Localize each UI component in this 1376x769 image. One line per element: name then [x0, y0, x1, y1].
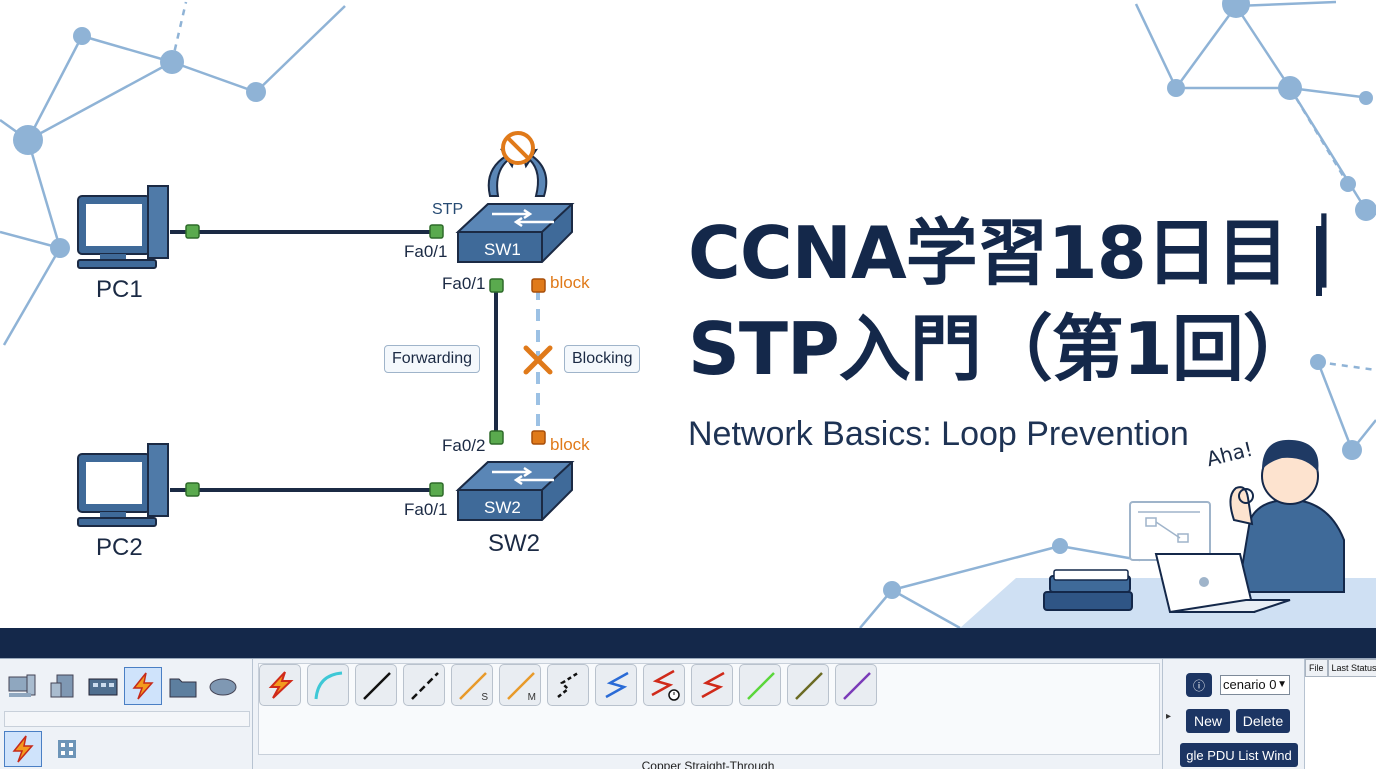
grid-icon[interactable]	[48, 731, 86, 767]
sw2-box-label: SW2	[484, 498, 521, 517]
pdu-list-header: File Last Status	[1305, 659, 1376, 677]
block-top-label: block	[550, 273, 590, 292]
connection-types-panel: S M	[258, 663, 1160, 755]
pdu-column-last-status[interactable]: Last Status	[1327, 659, 1376, 677]
scenario-panel: ⓘ cenario 0▼ New Delete gle PDU List Win…	[1176, 663, 1302, 767]
pc1-computer	[77, 185, 169, 269]
coaxial-cable-icon[interactable]	[547, 664, 589, 706]
automatic-cable-icon[interactable]	[259, 664, 301, 706]
phone-cable-icon[interactable]: M	[499, 664, 541, 706]
network-devices-icon[interactable]	[44, 667, 82, 705]
connections-icon[interactable]	[124, 667, 162, 705]
blocking-callout: Blocking	[564, 345, 641, 373]
octal-cable-icon[interactable]	[691, 664, 733, 706]
console-cable-icon[interactable]	[307, 664, 349, 706]
stp-label: STP	[432, 201, 464, 218]
sw2-up-port-label: Fa0/2	[442, 436, 486, 455]
misc-folder-icon[interactable]	[164, 667, 202, 705]
device-category-row	[4, 667, 248, 707]
desk-illustration	[960, 439, 1376, 628]
delete-scenario-button[interactable]: Delete	[1236, 709, 1290, 733]
iot-cable-icon[interactable]	[739, 664, 781, 706]
workspace-divider-bar	[0, 628, 1376, 658]
device-toolbar-panel: S M Copper Straight-Through ▸ ⓘ cenario …	[0, 658, 1376, 769]
subtitle: Network Basics: Loop Prevention	[688, 415, 1189, 453]
chevron-down-icon: ▼	[1277, 679, 1287, 690]
toolbar-separator-right	[1162, 659, 1163, 769]
pc2-computer	[77, 443, 169, 527]
blocking-ports	[531, 278, 546, 445]
sw1-pc-port-label: Fa0/1	[404, 242, 448, 261]
crossover-cable-icon[interactable]	[403, 664, 445, 706]
serial-dte-cable-icon[interactable]	[643, 664, 685, 706]
forwarding-callout: Forwarding	[384, 345, 481, 373]
hero-banner: PC1 PC2 SW2 SW1 SW2 STP Fa0/1 Fa0/1 Fa0/…	[0, 0, 1376, 628]
collapse-caret-icon[interactable]: ▸	[1166, 711, 1172, 722]
sw1-box-label: SW1	[484, 240, 521, 259]
scenario-select[interactable]: cenario 0▼	[1220, 675, 1290, 695]
block-bottom-label: block	[550, 435, 590, 454]
forwarding-ports	[185, 224, 504, 497]
device-subtype-row	[4, 731, 86, 767]
page-title: CCNA学習18日目｜ STP入門（第1回）	[688, 205, 1360, 397]
serial-dce-cable-icon[interactable]	[595, 664, 637, 706]
toolbar-separator	[252, 659, 253, 769]
device-category-strip	[4, 711, 250, 727]
sw2-label: SW2	[488, 530, 541, 557]
network-links	[170, 230, 498, 492]
cable-caption: Copper Straight-Through	[641, 759, 775, 769]
connections-subtype-icon[interactable]	[4, 731, 42, 767]
scenario-info-icon[interactable]: ⓘ	[1186, 673, 1212, 697]
title-divider	[1316, 226, 1322, 296]
multiuser-cloud-icon[interactable]	[204, 667, 242, 705]
prohibited-icon	[501, 131, 535, 165]
sw1-down-port-label: Fa0/1	[442, 274, 486, 293]
new-scenario-button[interactable]: New	[1186, 709, 1230, 733]
sw2-switch	[455, 461, 575, 521]
title-line-2: STP入門（第1回）	[688, 307, 1315, 391]
books-icon	[1043, 569, 1133, 611]
pc1-label: PC1	[96, 276, 143, 303]
usb-cable-icon[interactable]	[787, 664, 829, 706]
pc2-label: PC2	[96, 534, 143, 561]
person-figure	[1229, 439, 1345, 593]
components-icon[interactable]	[84, 667, 122, 705]
background-network-left	[0, 1, 346, 346]
title-line-1: CCNA学習18日目｜	[688, 211, 1360, 295]
sw1-switch	[455, 203, 575, 263]
block-x-icon	[523, 345, 553, 375]
sw2-pc-port-label: Fa0/1	[404, 500, 448, 519]
cable-row: S M	[259, 664, 877, 706]
background-network-left-nodes	[13, 27, 266, 258]
background-network-right-nodes	[883, 0, 1376, 599]
pdu-list-window-button[interactable]: gle PDU List Wind	[1180, 743, 1298, 767]
pdu-column-file[interactable]: File	[1305, 659, 1328, 677]
fiber-cable-icon[interactable]: S	[451, 664, 493, 706]
hero-graphics	[0, 0, 1376, 628]
pdu-list-panel: File Last Status	[1304, 659, 1376, 769]
laptop-icon	[1154, 553, 1291, 613]
wireless-cable-icon[interactable]	[835, 664, 877, 706]
straight-through-cable-icon[interactable]	[355, 664, 397, 706]
end-devices-icon[interactable]	[4, 667, 42, 705]
